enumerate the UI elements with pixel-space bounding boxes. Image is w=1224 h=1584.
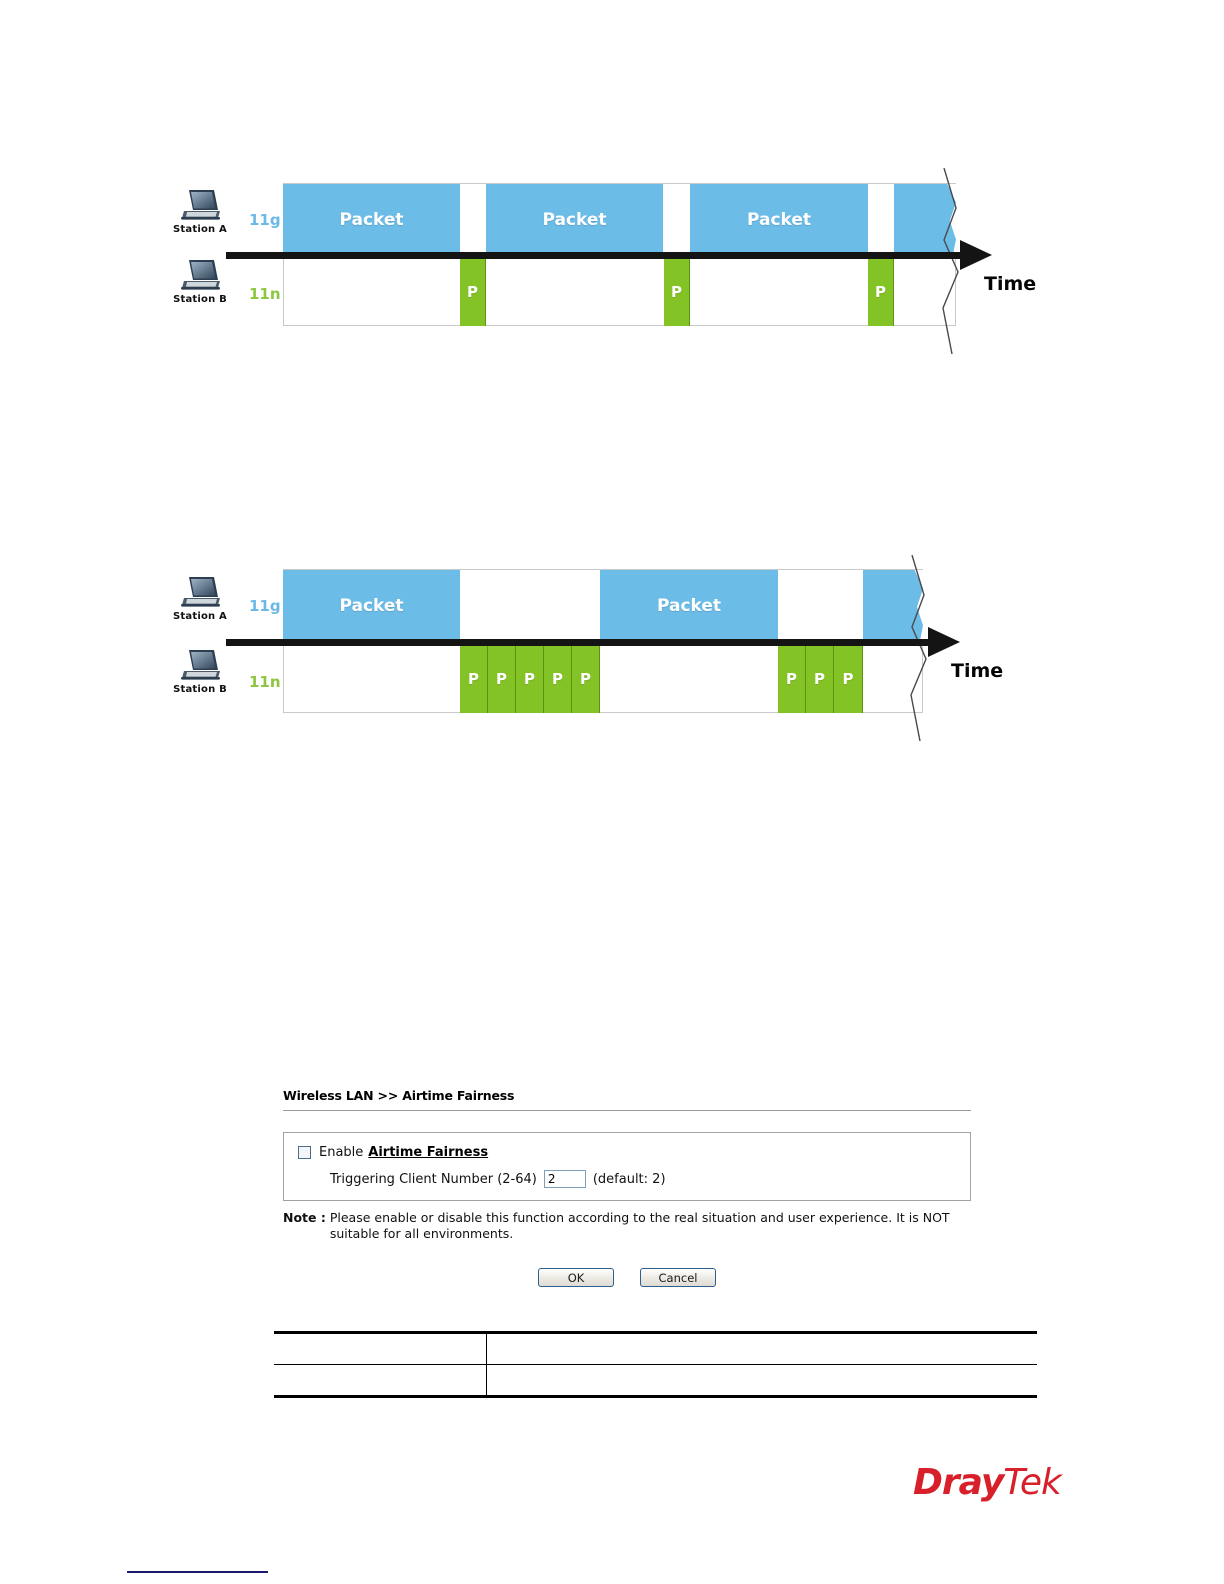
p-block: P <box>488 645 516 713</box>
diagram-without-airtime-fairness: Station A Station B 11g 11n Packet Packe… <box>0 0 1224 380</box>
packet-block-label: Packet <box>339 209 404 230</box>
p-block: P <box>460 258 486 326</box>
packet-block-label: Packet <box>656 595 722 616</box>
table-cell-description <box>486 1331 1037 1365</box>
laptop-icon <box>181 650 220 680</box>
triggering-client-number-label: Triggering Client Number (2-64) <box>330 1171 537 1187</box>
p-block-label: P <box>814 670 825 688</box>
footer-divider <box>127 1571 268 1573</box>
table-row <box>274 1364 1037 1398</box>
p-block: P <box>544 645 572 713</box>
p-block-label: P <box>496 670 507 688</box>
enable-airtime-fairness-row[interactable]: Enable Airtime Fairness <box>298 1145 956 1160</box>
packet-block: Packet <box>690 184 868 255</box>
time-axis-line-2 <box>226 639 934 646</box>
ok-button[interactable]: OK <box>538 1268 614 1287</box>
p-block-label: P <box>786 670 797 688</box>
time-axis-label-2: Time <box>951 660 1004 682</box>
time-axis-arrow-2 <box>928 627 960 657</box>
packet-block-partial <box>863 570 923 641</box>
note-text: Please enable or disable this function a… <box>329 1210 950 1241</box>
table-row <box>274 1331 1037 1365</box>
p-block: P <box>834 645 863 713</box>
settings-panel: Enable Airtime Fairness Triggering Clien… <box>283 1132 971 1201</box>
packet-block-label: Packet <box>339 595 404 616</box>
draytek-logo-dray: Dray <box>913 1462 1004 1503</box>
p-block-label: P <box>580 670 591 688</box>
laptop-icon <box>181 577 220 607</box>
table-cell-term <box>274 1331 487 1365</box>
time-axis-line-1 <box>226 252 966 259</box>
p-block-label: P <box>875 283 886 301</box>
p-block: P <box>516 645 544 713</box>
p-block-label: P <box>468 670 479 688</box>
lane-11g-2 <box>283 569 923 641</box>
note-label: Note : <box>283 1210 326 1225</box>
table-cell-description <box>486 1364 1037 1398</box>
breadcrumb: Wireless LAN >> Airtime Fairness <box>283 1088 515 1103</box>
note-block: Note : Please enable or disable this fun… <box>283 1210 971 1242</box>
packet-block: Packet <box>486 184 663 255</box>
station-b-label-2: Station B <box>173 684 227 695</box>
triggering-client-number-default: (default: 2) <box>592 1171 666 1187</box>
station-a-label-2: Station A <box>173 611 227 622</box>
p-block: P <box>806 645 834 713</box>
p-block-label: P <box>524 670 535 688</box>
station-a-group-2: Station A <box>170 575 230 622</box>
p-block-label: P <box>467 283 478 301</box>
packet-block: Packet <box>283 570 460 641</box>
station-b-group-1: Station B <box>170 258 230 305</box>
p-block: P <box>572 645 600 713</box>
description-table <box>274 1331 1037 1398</box>
station-a-label-1: Station A <box>173 224 227 235</box>
draytek-logo-tek: Tek <box>1003 1462 1062 1503</box>
p-block: P <box>868 258 894 326</box>
diagram-with-airtime-fairness: Station A Station B 11g 11n Packet Packe… <box>0 0 1224 780</box>
p-block: P <box>460 645 488 713</box>
table-cell-term <box>274 1364 487 1398</box>
lane-11g-1 <box>283 183 956 255</box>
p-block-label: P <box>842 670 854 688</box>
p-block-label: P <box>671 283 682 301</box>
airtime-fairness-config: Wireless LAN >> Airtime Fairness Enable … <box>283 1088 971 1287</box>
rate-label-11n-2: 11n <box>249 673 281 691</box>
packet-block-label: Packet <box>746 209 812 230</box>
p-block: P <box>664 258 690 326</box>
triggering-client-number-row: Triggering Client Number (2-64) 2 (defau… <box>298 1170 956 1188</box>
rate-label-11n-1: 11n <box>249 285 281 303</box>
rate-label-11g-2: 11g <box>249 597 281 615</box>
packet-block: Packet <box>283 184 460 255</box>
airtime-fairness-link[interactable]: Airtime Fairness <box>368 1145 489 1160</box>
laptop-icon <box>181 190 220 220</box>
triggering-client-number-input[interactable]: 2 <box>543 1170 586 1188</box>
rate-label-11g-1: 11g <box>249 211 281 229</box>
enable-label-prefix: Enable <box>319 1145 364 1160</box>
draytek-logo: DrayTek <box>913 1462 1062 1503</box>
form-button-row: OK Cancel <box>283 1268 971 1287</box>
time-axis-arrow-1 <box>960 240 992 270</box>
p-block: P <box>778 645 806 713</box>
time-axis-label-1: Time <box>984 273 1037 295</box>
station-b-label-1: Station B <box>173 294 227 305</box>
packet-block-label: Packet <box>542 209 607 230</box>
station-a-group-1: Station A <box>170 188 230 235</box>
cancel-button[interactable]: Cancel <box>640 1268 716 1287</box>
packet-block: Packet <box>600 570 778 641</box>
p-block-label: P <box>552 670 563 688</box>
enable-airtime-fairness-checkbox[interactable] <box>298 1146 311 1159</box>
station-b-group-2: Station B <box>170 648 230 695</box>
breadcrumb-divider <box>283 1110 971 1111</box>
laptop-icon <box>181 260 220 290</box>
